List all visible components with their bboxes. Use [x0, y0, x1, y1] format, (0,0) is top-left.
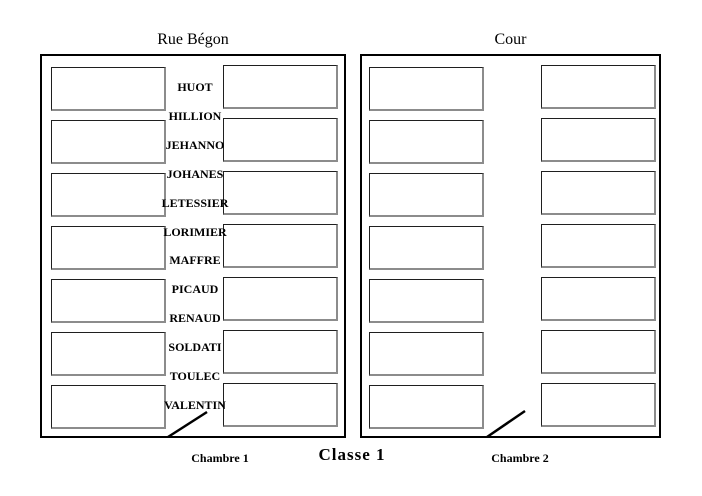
bed	[223, 224, 338, 268]
student-name: JEHANNO	[165, 137, 225, 152]
room2-right-bed-column	[541, 65, 656, 427]
bed	[51, 67, 166, 111]
street-label: Rue Bégon	[157, 31, 229, 48]
bed	[51, 173, 166, 217]
bed	[51, 332, 166, 376]
student-name: TOULEC	[169, 369, 221, 384]
student-name: HILLION	[168, 108, 222, 123]
bed	[369, 120, 484, 164]
student-name: VALENTIN	[164, 397, 226, 412]
room2-left-bed-column	[369, 67, 484, 429]
bed	[541, 383, 656, 427]
room1-left-bed-column	[51, 67, 166, 429]
student-name: HUOT	[177, 80, 213, 94]
bed	[223, 277, 338, 321]
student-name: JOHANES	[166, 166, 224, 181]
bed	[51, 385, 166, 429]
bed	[51, 120, 166, 164]
courtyard-label: Cour	[494, 31, 527, 48]
bed	[541, 65, 656, 109]
bed	[223, 330, 338, 374]
room2-caption: Chambre 2	[491, 451, 549, 465]
room1-caption: Chambre 1	[191, 451, 249, 465]
bed	[369, 279, 484, 323]
room1-right-bed-column	[223, 65, 338, 427]
room-chambre-1: HUOT HILLION JEHANNO JOHANES LETESSIER LORIMI…	[40, 54, 346, 438]
room1-student-name-list: HUOT HILLION JEHANNO JOHANES LETESSIER LORIMI…	[162, 80, 229, 412]
student-name: RENAUD	[169, 311, 221, 326]
bed	[541, 224, 656, 268]
room-chambre-2	[360, 54, 661, 438]
bed	[51, 226, 166, 270]
bed	[223, 65, 338, 109]
bed	[541, 171, 656, 215]
bed	[369, 67, 484, 111]
bed	[541, 277, 656, 321]
bed	[369, 385, 484, 429]
classe-title: Classe 1	[318, 445, 386, 464]
bed	[541, 118, 656, 162]
bed	[541, 330, 656, 374]
student-name: MAFFRE	[169, 253, 221, 268]
bed	[369, 173, 484, 217]
student-name: LETESSIER	[161, 195, 229, 210]
bed	[223, 383, 338, 427]
bed	[369, 332, 484, 376]
student-name: PICAUD	[171, 282, 219, 297]
bed	[51, 279, 166, 323]
student-name: LORIMIER	[163, 224, 227, 239]
student-name: SOLDATI	[168, 340, 222, 355]
bed	[223, 171, 338, 215]
bed	[223, 118, 338, 162]
bed	[369, 226, 484, 270]
